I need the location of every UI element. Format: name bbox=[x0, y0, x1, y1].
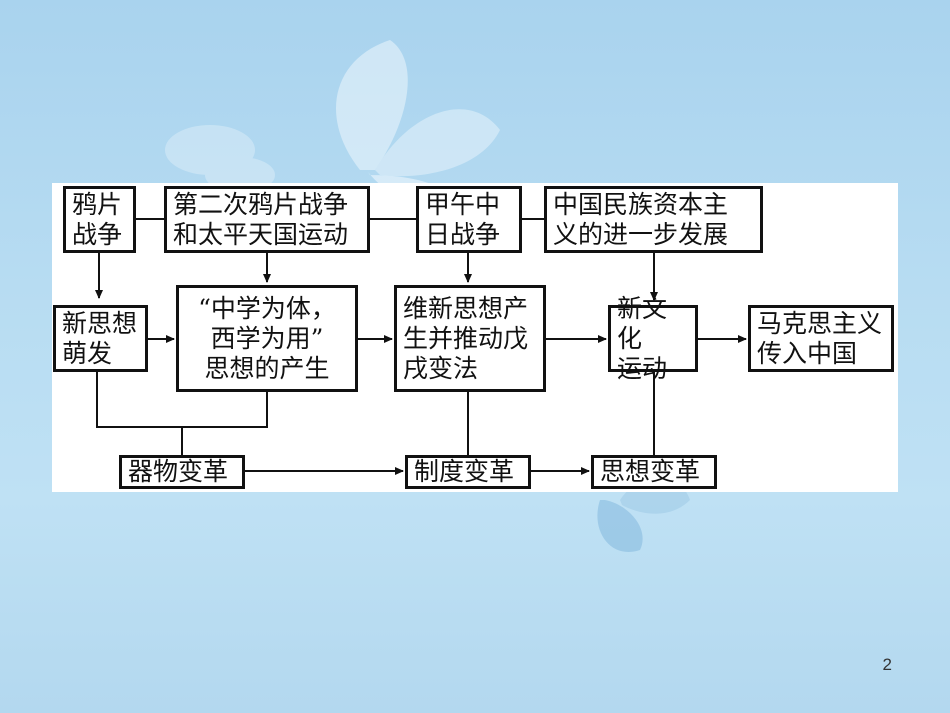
page-number: 2 bbox=[882, 655, 892, 674]
box-marxism: 马克思主义 传入中国 bbox=[748, 305, 894, 372]
box-ideological-change: 思想变革 bbox=[591, 455, 717, 489]
box-material-change: 器物变革 bbox=[119, 455, 245, 489]
diagram-connectors bbox=[95, 218, 747, 475]
box-sino-japanese-war: 甲午中 日战争 bbox=[416, 186, 522, 253]
box-opium-war: 鸦片 战争 bbox=[63, 186, 136, 253]
box-reform-thought: 维新思想产 生并推动戊 戌变法 bbox=[394, 285, 546, 392]
box-second-opium-war: 第二次鸦片战争 和太平天国运动 bbox=[164, 186, 370, 253]
box-new-culture: 新文化 运动 bbox=[608, 294, 698, 383]
box-new-thought: 新思想 萌发 bbox=[53, 305, 148, 372]
butterfly-icon bbox=[336, 40, 500, 206]
box-institutional-change: 制度变革 bbox=[405, 455, 531, 489]
box-national-capitalism: 中国民族资本主 义的进一步发展 bbox=[544, 186, 763, 253]
history-flow-diagram: 鸦片 战争 第二次鸦片战争 和太平天国运动 甲午中 日战争 中国民族资本主 义的… bbox=[52, 183, 898, 492]
box-zhongti-xiyong: “中学为体， 西学为用” 思想的产生 bbox=[176, 285, 358, 392]
